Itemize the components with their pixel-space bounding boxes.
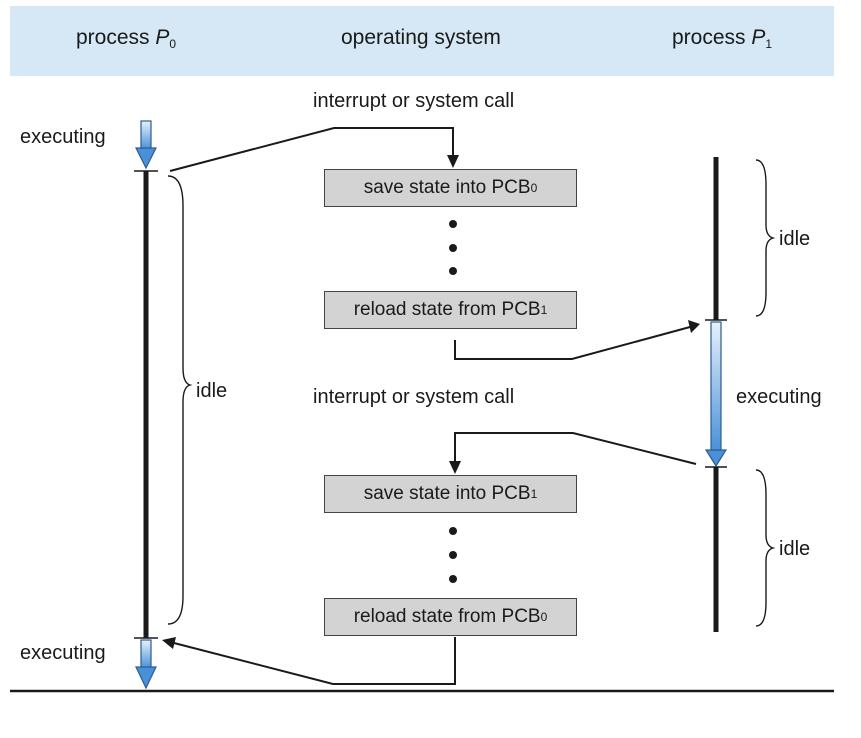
arrow-p1-to-os-save1 (454, 432, 697, 465)
arrow-os-reload0-to-p0-head (162, 637, 176, 649)
arrow-os-reload1-to-p1 (454, 326, 691, 360)
label-p0-idle: idle (196, 380, 228, 402)
header-process-p1: process P1 (672, 26, 773, 51)
arrow-p1-to-os-save1-head (449, 461, 461, 474)
ellipsis-dot (449, 220, 457, 228)
p0-executing-top-arrow (135, 120, 157, 170)
ellipsis-dot (449, 267, 457, 275)
arrow-p0-to-os-save0 (169, 127, 454, 172)
p1-idle-brace-top (755, 159, 776, 317)
ellipsis-dot (449, 575, 457, 583)
label-p1-idle-bottom: idle (779, 538, 811, 560)
label-p1-idle-top: idle (779, 228, 811, 250)
p0-executing-bottom-arrow (135, 639, 157, 690)
arrow-os-reload0-to-p0 (173, 637, 456, 685)
p1-executing-arrow (704, 321, 728, 468)
header-process-p0: process P0 (76, 26, 177, 51)
label-p0-executing-bottom: executing (20, 642, 106, 664)
ellipsis-dot (449, 244, 457, 252)
label-interrupt-mid: interrupt or system call (313, 386, 515, 408)
p0-idle-brace (167, 175, 193, 625)
arrow-os-reload1-to-p1-head (688, 320, 700, 333)
arrow-p0-to-os-save0-head (447, 155, 459, 168)
label-p1-executing: executing (736, 386, 822, 408)
label-p0-executing-top: executing (20, 126, 106, 148)
ellipsis-dot (449, 551, 457, 559)
header-operating-system: operating system (341, 26, 501, 49)
p1-idle-brace-bottom (755, 469, 776, 627)
label-interrupt-top: interrupt or system call (313, 90, 515, 112)
header-band (10, 6, 834, 76)
ellipsis-dot (449, 527, 457, 535)
